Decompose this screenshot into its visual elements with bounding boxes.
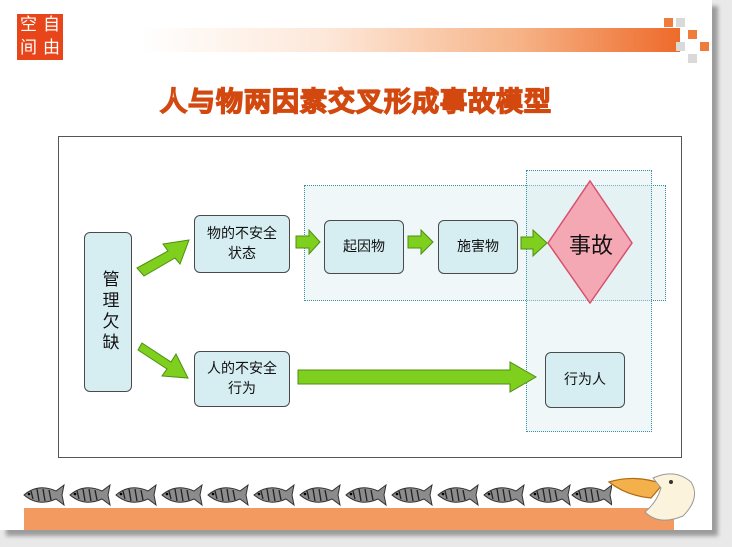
logo-char: 空 (20, 15, 37, 35)
arrow-state-to-cause (295, 228, 321, 256)
decor-square (676, 18, 685, 27)
footer-strip (24, 508, 674, 530)
accident-diamond (547, 179, 633, 305)
logo-char: 间 (20, 38, 37, 58)
decor-square (700, 42, 709, 51)
decor-square (664, 18, 673, 27)
cause-object-box: 起因物 (324, 220, 404, 274)
harm-object-box: 施害物 (438, 220, 518, 274)
pelican-icon (607, 473, 696, 521)
decor-square (676, 42, 685, 51)
arrow-to-unsafe-act (137, 342, 189, 379)
fish-decoration-row (23, 484, 612, 506)
diagram-graphics (136, 179, 633, 393)
slide: 空 自 间 由 人与物两因素交叉形成事故模型 管理欠缺 物的不安全状态 起因物 … (0, 0, 712, 530)
page-title: 人与物两因素交叉形成事故模型 (159, 86, 552, 118)
arrow-cause-to-harm (407, 228, 434, 256)
logo: 空 自 间 由 (17, 14, 63, 60)
decor-square (688, 54, 697, 63)
logo-char: 由 (43, 38, 60, 58)
header-gradient-band (140, 28, 680, 52)
unsafe-act-box: 人的不安全行为 (194, 351, 290, 407)
arrow-to-unsafe-state (136, 239, 190, 277)
accident-label: 事故 (568, 234, 613, 259)
unsafe-state-box: 物的不安全状态 (194, 215, 290, 273)
actor-box: 行为人 (545, 352, 625, 408)
arrow-act-to-actor (297, 361, 538, 393)
arrow-harm-to-accident (520, 228, 548, 258)
decor-square (688, 30, 697, 39)
management-deficiency-box: 管理欠缺 (84, 232, 132, 392)
logo-char: 自 (43, 15, 60, 35)
